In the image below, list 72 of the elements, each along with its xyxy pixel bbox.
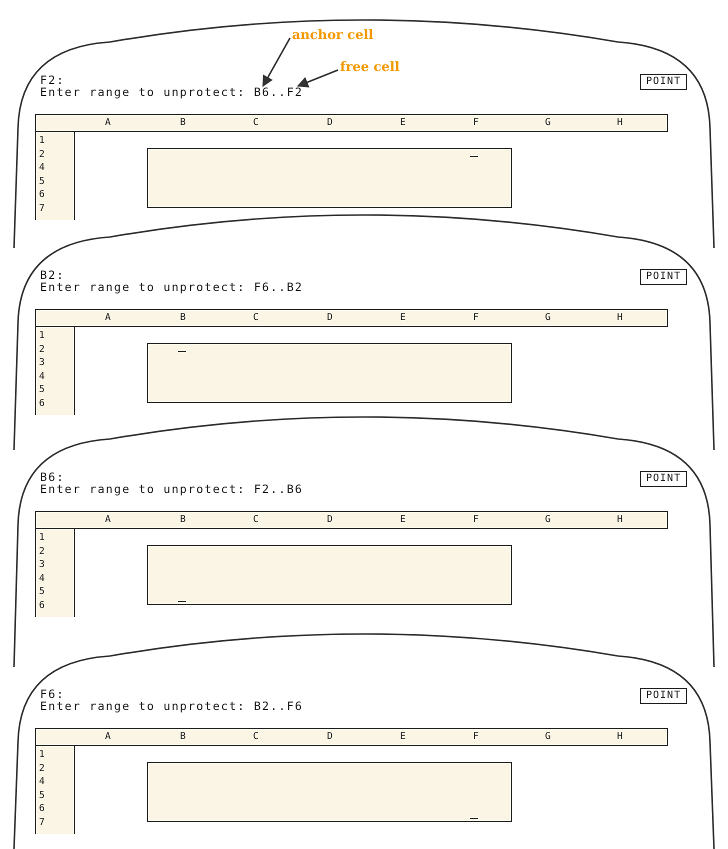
row-number: 6 [39,398,45,408]
column-letter: E [400,117,406,128]
column-letter: G [545,312,551,323]
mode-indicator: POINT [640,269,688,285]
leader-arrow [262,38,291,87]
prompt-text: Enter range to unprotect: B6..F2 [40,86,304,99]
row-number: 5 [39,586,45,597]
column-letter: C [253,117,259,128]
cell-address: F2: [40,74,65,87]
column-letter: E [400,731,406,742]
column-letter: G [545,731,551,742]
column-letter: B [180,117,186,128]
mode-indicator: POINT [640,74,688,90]
column-letter: A [105,312,111,323]
row-number: 7 [39,202,45,214]
column-letter: D [327,117,333,128]
cell-address: B2: [40,269,65,282]
callout-text: anchor cell [292,28,374,44]
column-letter: D [327,514,333,525]
column-letter: B [180,731,186,742]
row-number: 2 [39,546,45,556]
row-number: 4 [39,370,45,382]
column-letter: H [617,312,623,323]
row-number: 5 [39,790,45,800]
column-letter: B [180,312,186,323]
cell-address: F6: [40,688,65,701]
row-number: 5 [39,176,45,186]
callout-text: free cell [340,60,400,76]
column-letter: F [473,312,479,323]
row-number: 4 [39,776,45,787]
column-letter: E [400,312,406,323]
row-number: 1 [39,532,45,543]
cell-address: B6: [40,471,65,484]
column-letter: H [617,117,623,128]
column-letter: C [253,731,259,742]
column-letter: A [105,731,111,742]
column-letter: F [473,731,479,742]
column-letter: B [180,514,186,525]
row-number: 6 [39,189,45,200]
prompt-text: Enter range to unprotect: F2..B6 [40,483,304,496]
row-number: 3 [39,357,45,368]
row-number: 1 [39,135,45,146]
row-number: 3 [39,559,45,570]
column-letter: D [327,731,333,742]
column-letter: C [253,312,259,323]
column-letter: H [617,514,623,525]
row-number: 4 [39,572,45,584]
row-number: 7 [39,816,45,828]
row-number: 4 [39,162,45,173]
leader-arrow [296,69,338,88]
column-letter: A [105,514,111,525]
row-number: 5 [39,384,45,395]
row-number: 2 [39,344,45,354]
column-letter: A [105,117,111,128]
column-letter: H [617,731,623,742]
row-number: 2 [39,148,45,160]
column-letter: F [473,117,479,128]
column-letter: D [327,312,333,323]
prompt-text: Enter range to unprotect: F6..B2 [40,281,304,294]
column-letter: E [400,514,406,525]
column-letter: F [473,514,479,525]
row-number: 1 [39,330,45,341]
row-number: 6 [39,600,45,610]
row-number: 2 [39,762,45,774]
row-number: 6 [39,803,45,814]
column-letter: G [545,117,551,128]
mode-indicator: POINT [640,688,688,704]
column-letter: C [253,514,259,525]
mode-indicator: POINT [640,471,688,487]
column-letter: G [545,514,551,525]
row-number: 1 [39,749,45,760]
prompt-text: Enter range to unprotect: B2..F6 [40,700,304,713]
